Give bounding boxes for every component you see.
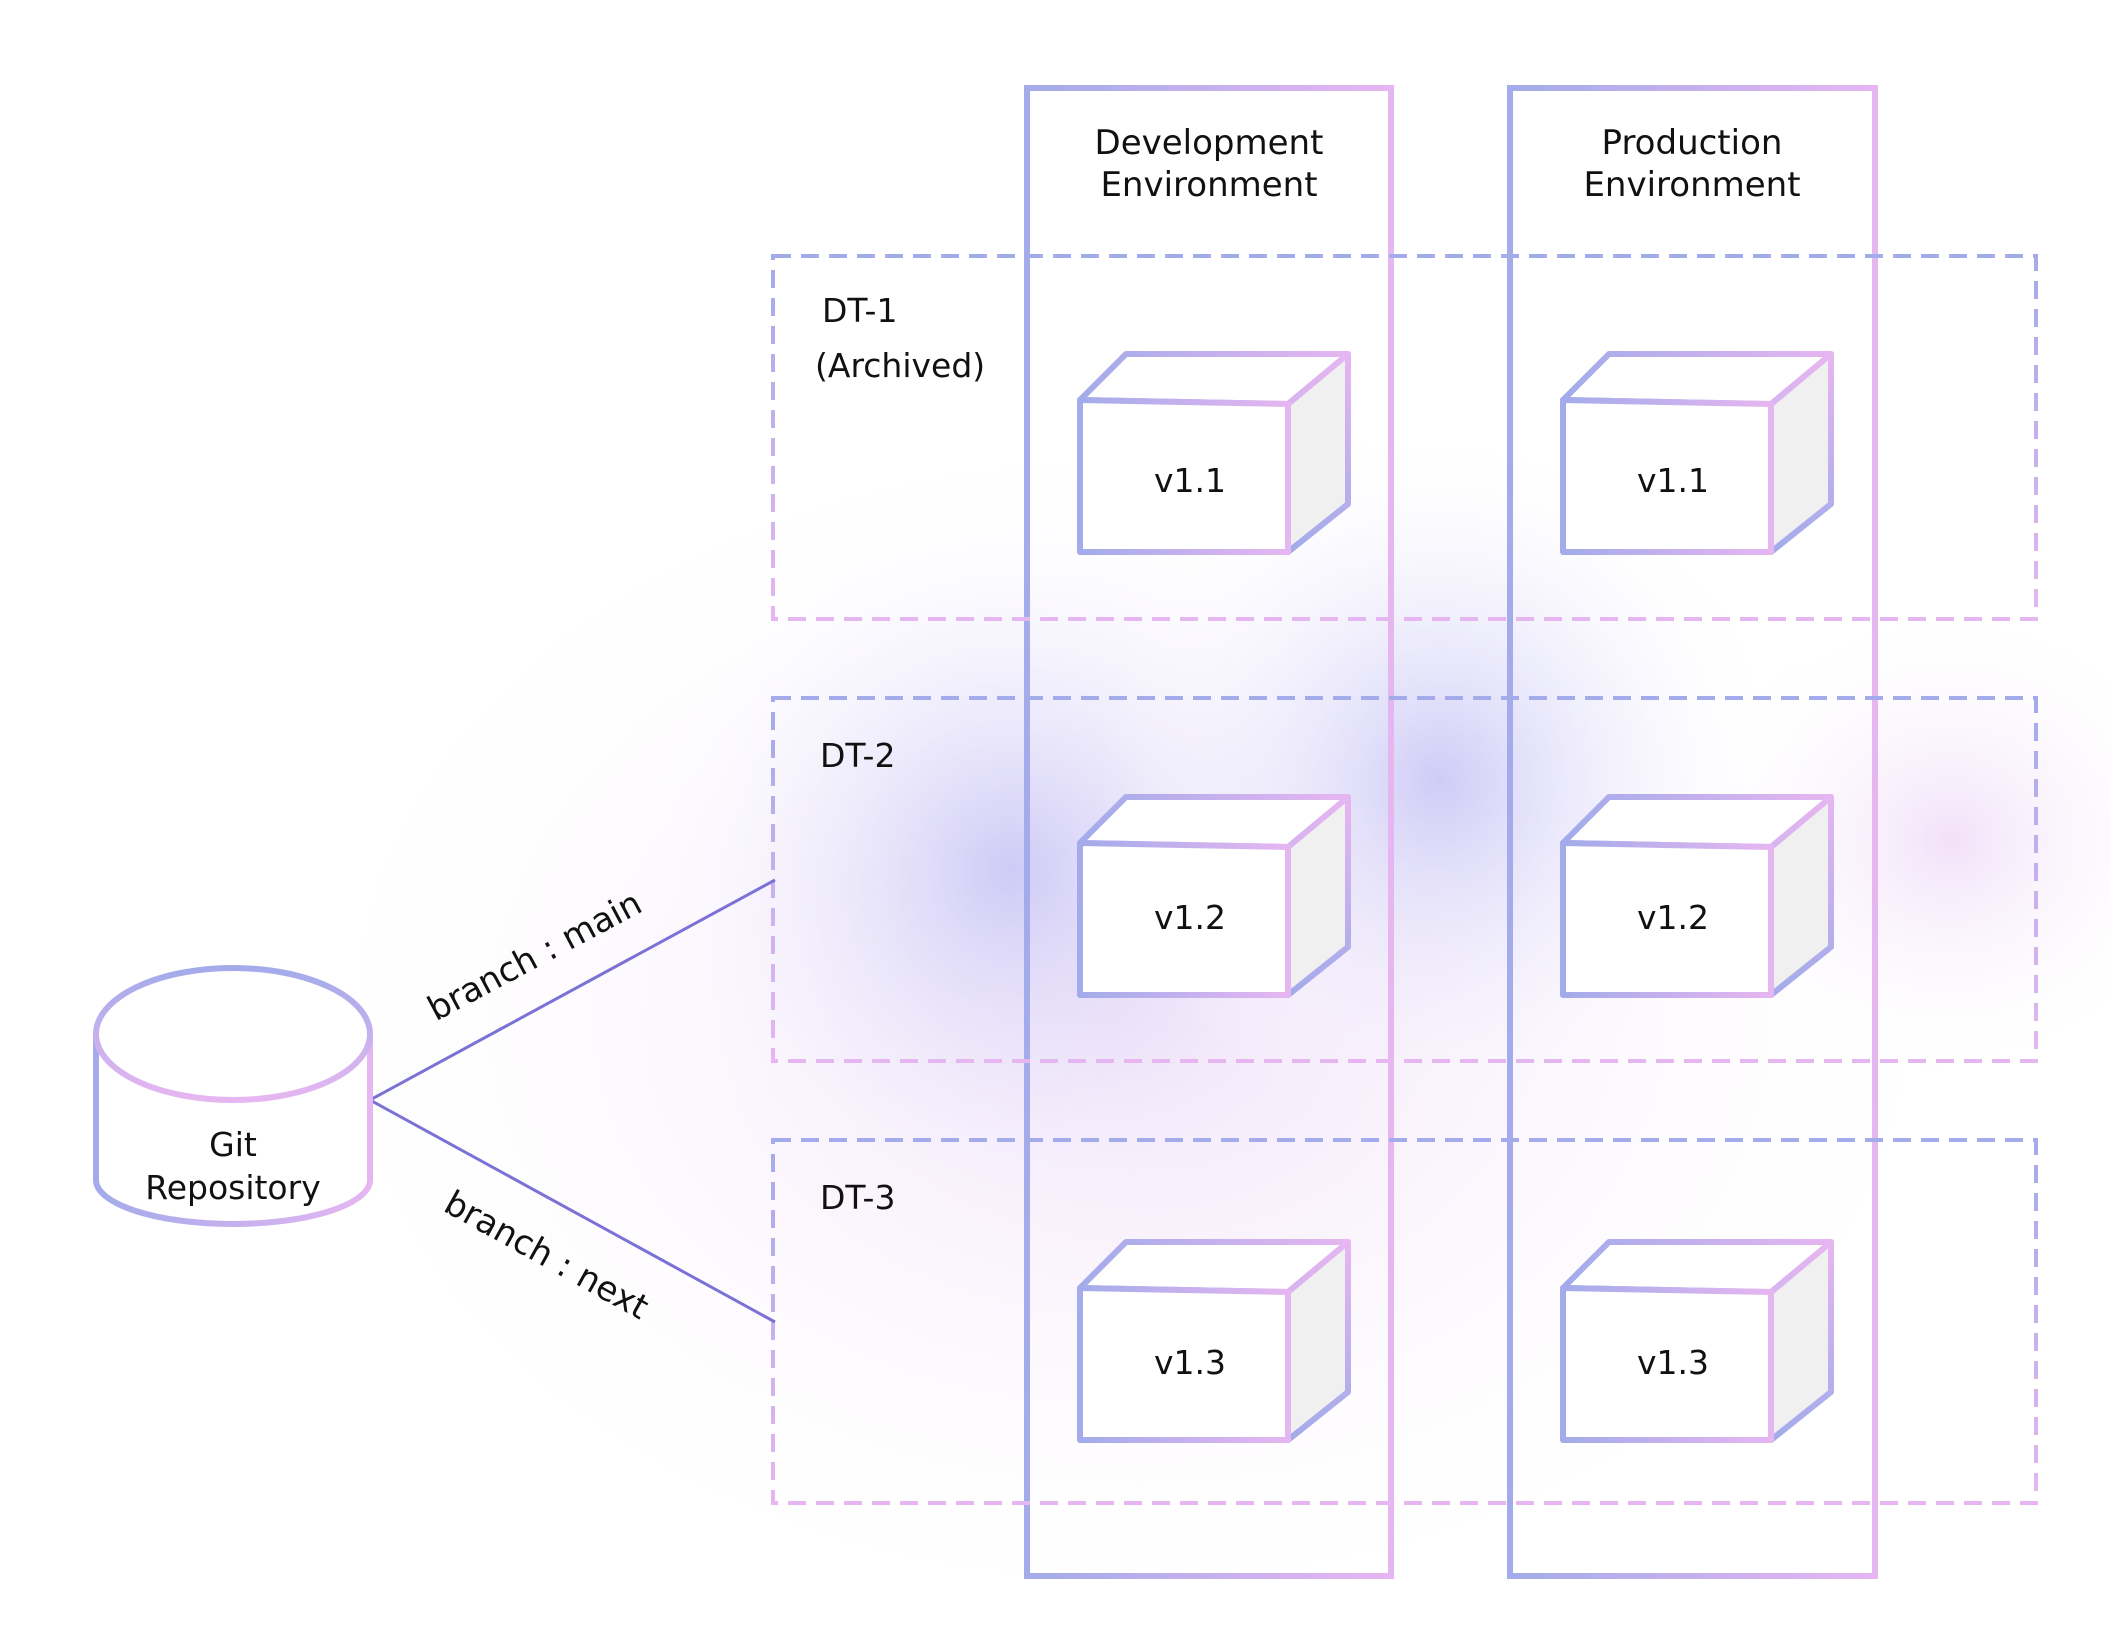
env-title-line2: Environment [1583, 165, 1800, 205]
version-box-prod-3: v1.3 [1560, 1239, 1834, 1443]
branch-next-line [369, 1098, 776, 1324]
row-dt-3: DT-3 [771, 1138, 2038, 1505]
row-dt-2: DT-2 [771, 696, 2038, 1063]
version-label: v1.3 [1637, 1343, 1709, 1382]
version-label: v1.1 [1637, 461, 1709, 500]
env-title-line1: Development [1095, 123, 1324, 163]
version-box-dev-3: v1.3 [1077, 1239, 1351, 1443]
branch-main-line [369, 878, 776, 1102]
env-column-development: Development Environment [1024, 85, 1394, 1579]
version-label: v1.2 [1637, 898, 1709, 937]
repo-label-line1: Git [209, 1125, 257, 1164]
env-title-line1: Production [1602, 123, 1783, 163]
repo-label-line2: Repository [145, 1168, 320, 1207]
row-title: DT-3 [820, 1178, 895, 1217]
version-box-dev-2: v1.2 [1077, 794, 1351, 998]
version-box-dev-1: v1.1 [1077, 351, 1351, 555]
row-subtitle: (Archived) [815, 346, 985, 385]
env-title-line2: Environment [1100, 165, 1317, 205]
git-repository: Git Repository [93, 965, 373, 1227]
row-title: DT-1 [822, 291, 897, 330]
version-box-prod-1: v1.1 [1560, 351, 1834, 555]
version-label: v1.1 [1154, 461, 1226, 500]
row-title: DT-2 [820, 736, 895, 775]
row-dt-1: DT-1 (Archived) [771, 254, 2038, 621]
version-label: v1.2 [1154, 898, 1226, 937]
env-column-production: Production Environment [1507, 85, 1878, 1579]
background-glow [270, 400, 2111, 1640]
version-box-prod-2: v1.2 [1560, 794, 1834, 998]
version-label: v1.3 [1154, 1343, 1226, 1382]
